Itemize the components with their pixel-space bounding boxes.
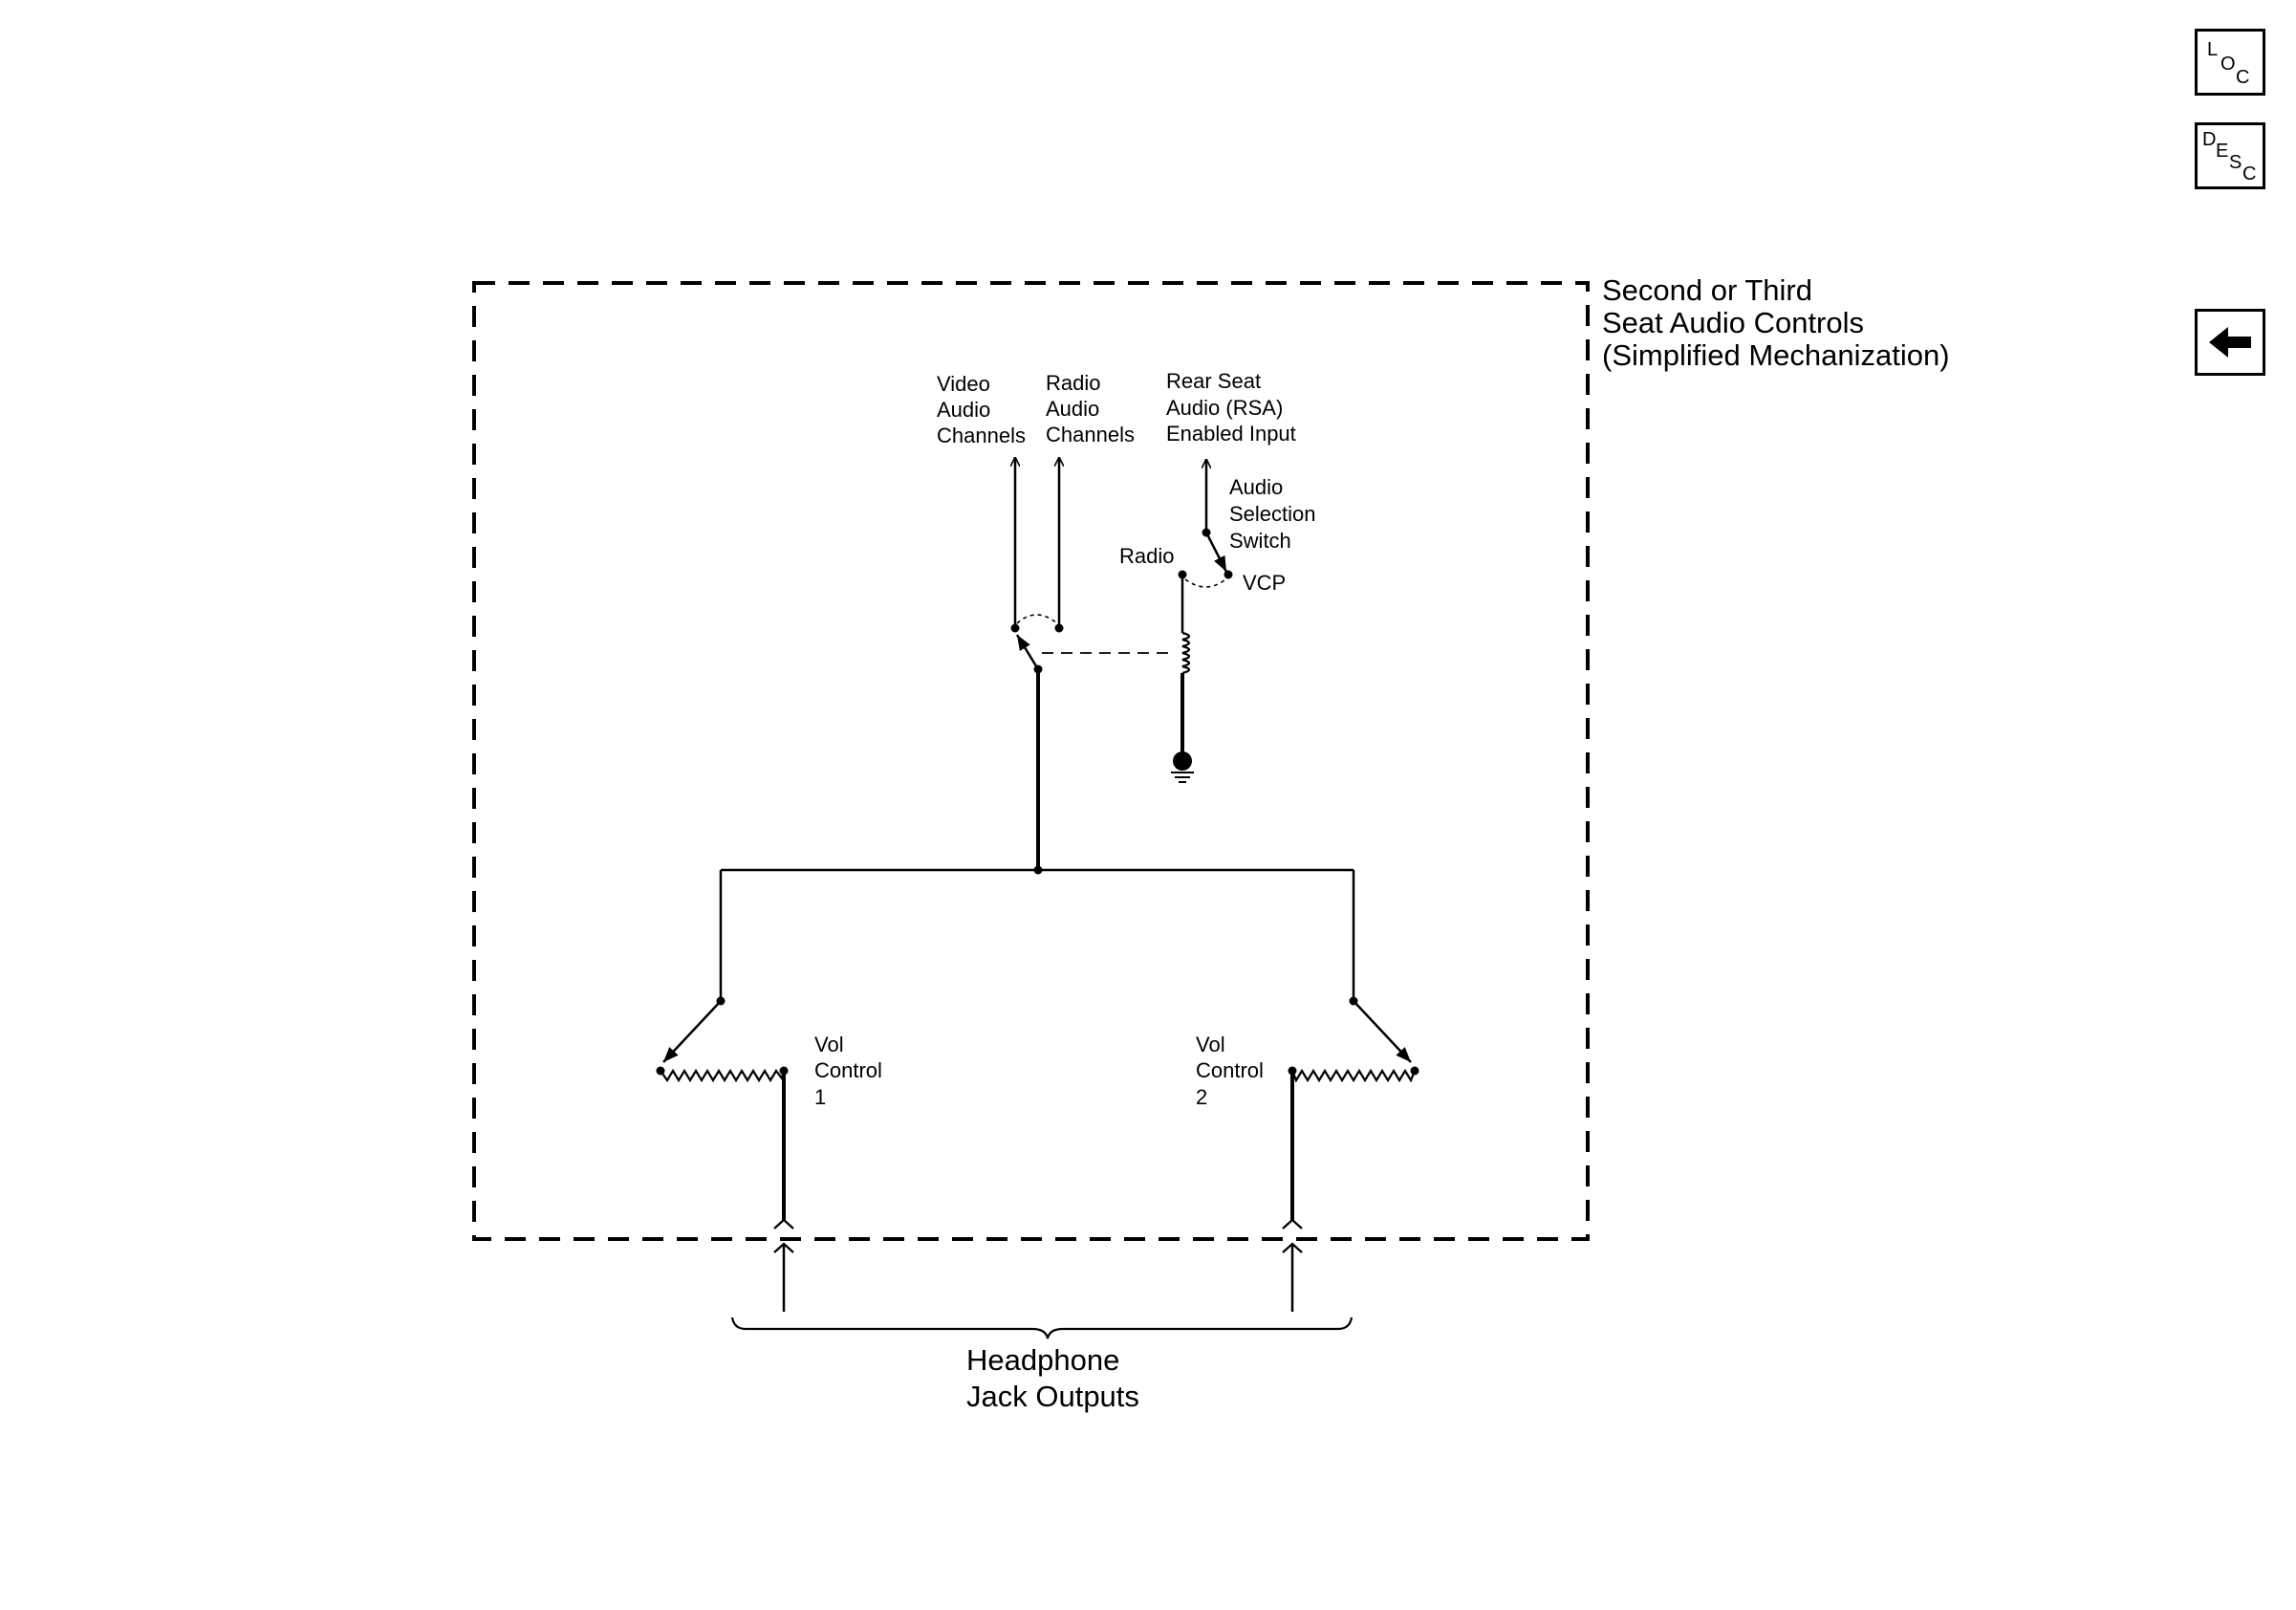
relay-switch-arm xyxy=(1015,634,1040,670)
vol1-label-3: 1 xyxy=(814,1085,826,1109)
selection-contact-vcp xyxy=(1224,570,1233,579)
selection-switch-label-3: Switch xyxy=(1229,529,1291,553)
relay-contact-radio xyxy=(1054,623,1064,633)
desc-letter-e: E xyxy=(2216,141,2229,162)
desc-letter-d: D xyxy=(2202,129,2217,150)
loc-letter-l: L xyxy=(2207,39,2219,60)
rsa-input-label-1: Rear Seat xyxy=(1166,369,1261,393)
rsa-input-label-3: Enabled Input xyxy=(1166,422,1296,446)
vol1-connector-lower xyxy=(773,1242,794,1253)
vol2-connector-upper xyxy=(1282,1218,1303,1229)
desc-letter-c: C xyxy=(2242,163,2257,185)
desc-letter-s: S xyxy=(2229,152,2242,173)
vol1-resistor xyxy=(660,1068,786,1083)
relay-coil xyxy=(1181,631,1191,675)
rsa-input-label-2: Audio (RSA) xyxy=(1166,396,1283,420)
radio-audio-label-3: Channels xyxy=(1046,423,1135,446)
diagram-title-line-3: (Simplified Mechanization) xyxy=(1602,338,1950,372)
selection-switch-arm xyxy=(1204,532,1228,573)
vol1-wiper xyxy=(662,1000,722,1063)
vol2-resistor xyxy=(1290,1068,1417,1083)
vcp-position-label: VCP xyxy=(1243,571,1286,595)
description-button[interactable]: D E S C xyxy=(2195,122,2265,189)
selection-switch-label-1: Audio xyxy=(1229,475,1283,499)
selection-switch-label-2: Selection xyxy=(1229,502,1316,526)
vol2-connector-lower xyxy=(1282,1242,1303,1253)
vol2-wiper xyxy=(1353,1000,1412,1063)
ground-dot xyxy=(1173,751,1192,771)
relay-contact-video xyxy=(1010,623,1020,633)
headphone-bracket xyxy=(730,1316,1354,1339)
loc-letter-c: C xyxy=(2236,67,2250,88)
video-audio-label-3: Channels xyxy=(937,424,1026,447)
radio-audio-label-2: Audio xyxy=(1046,397,1099,421)
left-arrow-icon xyxy=(2209,327,2251,358)
headphone-label-2: Jack Outputs xyxy=(966,1380,1139,1413)
diagram-title-line-1: Second or Third xyxy=(1602,273,1812,307)
module-boundary xyxy=(472,281,1590,1241)
vol1-label-1: Vol xyxy=(814,1033,844,1056)
video-audio-label-1: Video xyxy=(937,372,990,396)
vol1-label-2: Control xyxy=(814,1058,882,1082)
video-audio-label-2: Audio xyxy=(937,398,990,422)
vol1-connector-upper xyxy=(773,1218,794,1229)
bus-junction xyxy=(1033,865,1043,875)
vol2-label-2: Control xyxy=(1196,1058,1264,1082)
vol2-label-1: Vol xyxy=(1196,1033,1225,1056)
vol2-label-3: 2 xyxy=(1196,1085,1207,1109)
back-button[interactable] xyxy=(2195,309,2265,376)
headphone-label-1: Headphone xyxy=(966,1343,1119,1377)
loc-letter-o: O xyxy=(2220,54,2236,75)
radio-audio-label-1: Radio xyxy=(1046,371,1100,395)
selection-travel-arc xyxy=(1184,578,1226,588)
relay-travel-arc xyxy=(1016,614,1058,624)
location-button[interactable]: L O C xyxy=(2195,29,2265,96)
diagram-title-line-2: Seat Audio Controls xyxy=(1602,306,1864,339)
radio-position-label: Radio xyxy=(1119,544,1174,568)
